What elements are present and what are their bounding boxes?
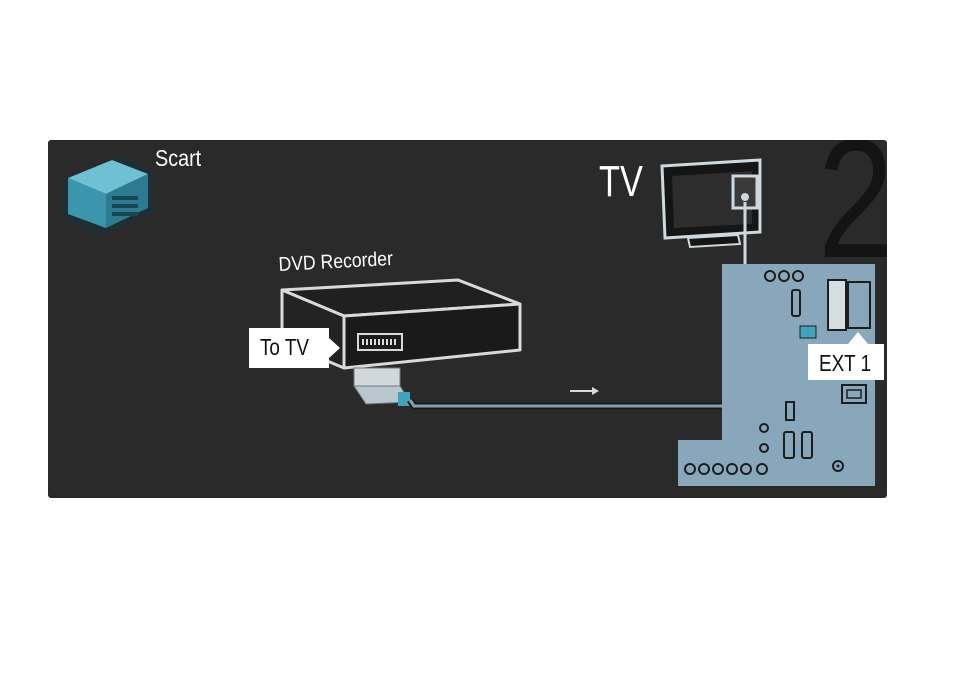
to-tv-label: To TV — [260, 334, 309, 361]
diagram-title: Scart — [155, 145, 201, 172]
step-number: 2 — [818, 140, 887, 284]
diagram-svg — [48, 140, 887, 498]
scart-plug-icon — [62, 156, 154, 236]
ext1-label: EXT 1 — [819, 350, 871, 377]
tv-label: TV — [599, 157, 643, 207]
scart-plug-dvd-icon — [354, 368, 410, 406]
connection-diagram: 2 Scart TV DVD Recorder To TV EXT 1 — [48, 140, 887, 498]
arrow-right-icon — [570, 387, 599, 395]
